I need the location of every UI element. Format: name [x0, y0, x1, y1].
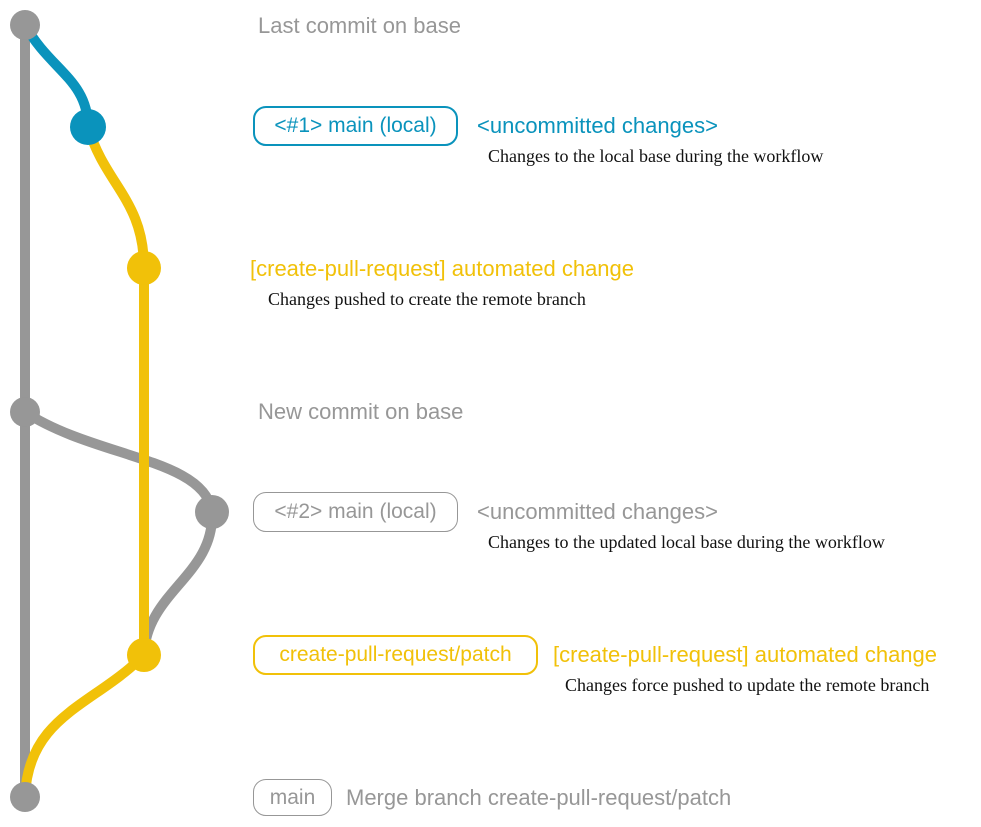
ref-box-main: main	[253, 779, 332, 816]
ref-box-main-local-1-text: <#1> main (local)	[274, 114, 437, 137]
uncommitted-changes-2-label: <uncommitted changes>	[477, 499, 718, 524]
automated-change-1-note: Changes pushed to create the remote bran…	[268, 289, 586, 309]
commit-dot-patch-create	[127, 251, 161, 285]
commit-dot-patch-force-push	[127, 638, 161, 672]
ref-box-patch-branch: create-pull-request/patch	[253, 635, 538, 675]
new-commit-on-base-label: New commit on base	[258, 399, 464, 424]
merge-message-label: Merge branch create-pull-request/patch	[346, 785, 732, 810]
base-to-local2-curve	[20, 407, 217, 517]
commit-dot-last-base	[10, 10, 40, 40]
last-commit-on-base-label: Last commit on base	[258, 13, 461, 38]
automated-change-1-label: [create-pull-request] automated change	[250, 256, 635, 281]
automated-change-2-label: [create-pull-request] automated change	[553, 642, 938, 667]
ref-box-patch-branch-text: create-pull-request/patch	[279, 643, 512, 666]
local1-to-patch-curve	[83, 122, 149, 273]
ref-box-main-local-1: <#1> main (local)	[253, 106, 458, 146]
uncommitted-changes-2-note: Changes to the updated local base during…	[488, 532, 885, 552]
ref-box-main-text: main	[269, 785, 316, 809]
local2-to-patch-curve	[139, 507, 218, 660]
ref-box-main-local-2: <#2> main (local)	[253, 492, 458, 532]
uncommitted-changes-1-note: Changes to the local base during the wor…	[488, 146, 824, 166]
automated-change-2-note: Changes force pushed to update the remot…	[565, 675, 930, 695]
commit-dot-new-base	[10, 397, 40, 427]
ref-box-main-local-2-text: <#2> main (local)	[274, 500, 437, 523]
commit-dot-merge	[10, 782, 40, 812]
commit-dot-local-main-1	[70, 109, 106, 145]
uncommitted-changes-1-label: <uncommitted changes>	[477, 113, 718, 138]
commit-dot-local-main-2	[195, 495, 229, 529]
patch-merge-curve	[20, 650, 149, 802]
